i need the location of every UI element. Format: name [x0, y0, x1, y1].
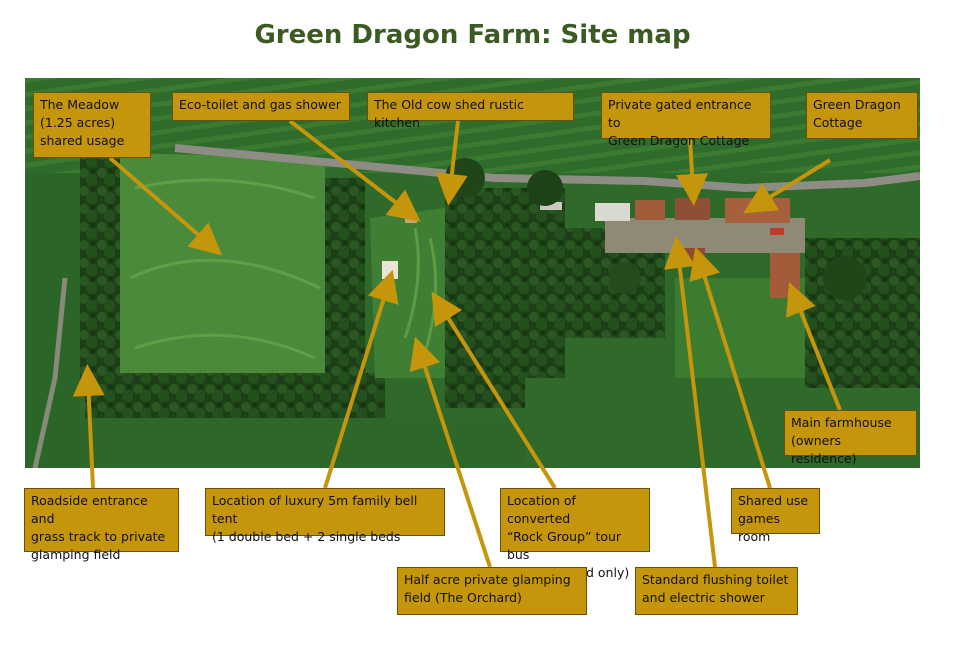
label-eco-toilet: Eco-toilet and gas shower — [172, 92, 350, 121]
label-roadside: Roadside entrance and grass track to pri… — [24, 488, 179, 562]
label-farmhouse: Main farmhouse (owners residence) — [784, 410, 917, 466]
label-games-room: Shared use games room — [731, 488, 820, 544]
label-cottage: Green Dragon Cottage — [806, 92, 918, 139]
label-cow-shed: The Old cow shed rustic kitchen — [367, 92, 574, 130]
label-flushing-toilet: Standard flushing toilet and electric sh… — [635, 567, 798, 615]
map-title: Green Dragon Farm: Site map — [254, 20, 691, 50]
label-tour-bus: Location of converted “Rock Group” tour … — [500, 488, 650, 580]
label-bell-tent: Location of luxury 5m family bell tent (… — [205, 488, 445, 544]
label-meadow: The Meadow (1.25 acres) shared usage — [33, 92, 151, 158]
label-orchard: Half acre private glamping field (The Or… — [397, 567, 587, 615]
label-gated-entrance: Private gated entrance to Green Dragon C… — [601, 92, 771, 148]
